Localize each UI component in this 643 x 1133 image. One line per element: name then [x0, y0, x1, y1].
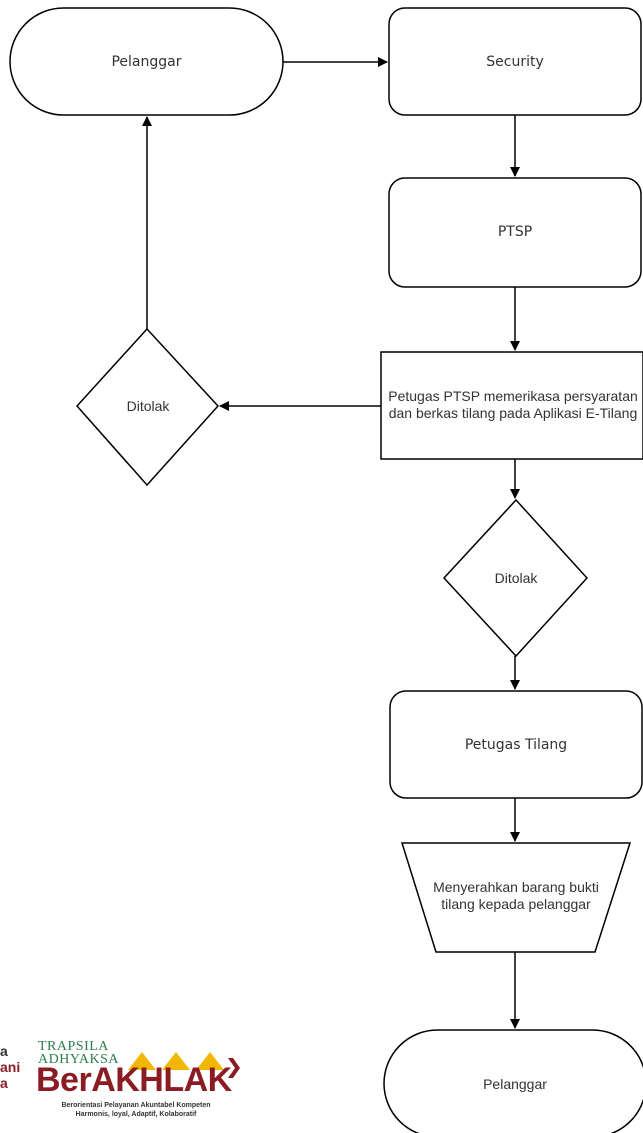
petugas-tilang-box: [389, 690, 643, 799]
ditolak-center-decision: [442, 498, 589, 658]
petugas-tilang-label: Petugas Tilang: [464, 737, 568, 753]
akhlak-triangles: [128, 1052, 240, 1078]
berakhlak-logo: a ani a TRAPSILA ADHYAKSA BerAKHLAK Bero…: [0, 1040, 300, 1133]
menyerahkan-label: Menyerahkan barang bukti tilang kepada p…: [433, 879, 599, 912]
logo-side-text-mid: ani: [0, 1059, 21, 1075]
ditolak-left-label: Ditolak: [126, 397, 170, 414]
berakhlak-tagline: Berorientasi Pelayanan Akuntabel Kompete…: [61, 1102, 211, 1118]
security-label: Security: [486, 54, 544, 70]
trapsila-adhyaksa-text: TRAPSILA ADHYAKSA: [38, 1039, 120, 1067]
ditolak-center-label: Ditolak: [494, 569, 538, 586]
check-label: Petugas PTSP memerikasa persyaratan dan …: [388, 388, 638, 421]
check-process-box: [380, 351, 643, 460]
berakhlak-wordmark: BerAKHLAK: [36, 1061, 232, 1099]
ptsp-label: PTSP: [497, 224, 533, 240]
pelanggar-bottom-label: Pelanggar: [483, 1075, 547, 1092]
pelanggar-bottom-terminator: [383, 1029, 643, 1133]
ditolak-left-decision: [75, 327, 220, 487]
pelanggar-top-label: Pelanggar: [111, 54, 182, 70]
logo-side-text-top: a: [0, 1043, 8, 1059]
menyerahkan-manual-op: [400, 842, 632, 953]
logo-side-text-bottom: a: [0, 1075, 8, 1091]
